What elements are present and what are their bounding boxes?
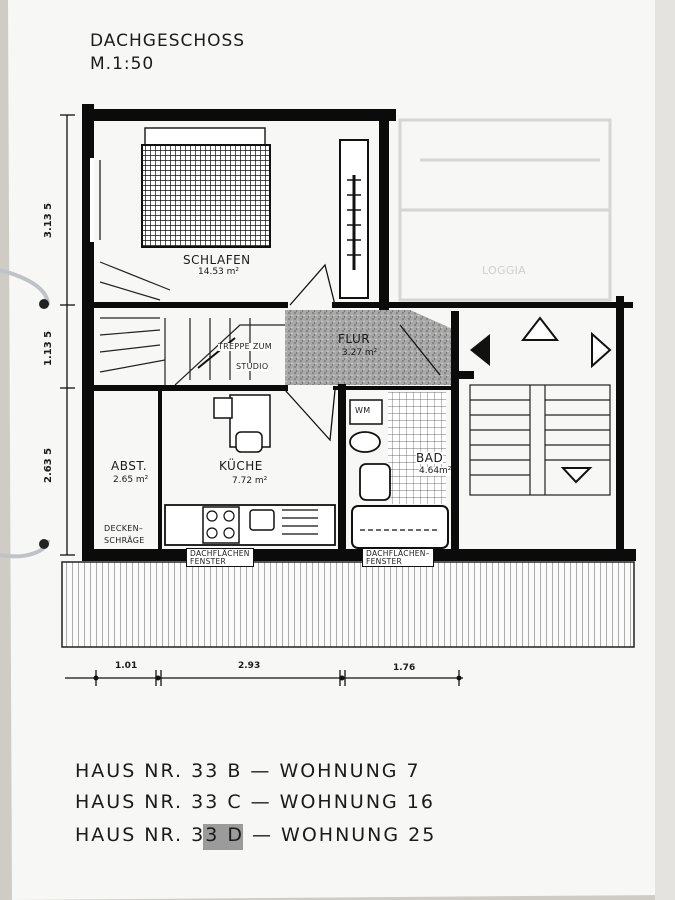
stair-label-line2: STUDIO	[236, 362, 269, 371]
paper-shadow-right	[655, 0, 675, 900]
vertical-dimension-2: 1.13 5	[43, 330, 54, 366]
triangle-right-marker	[591, 331, 612, 369]
triangle-down-marker	[560, 467, 593, 484]
washing-machine-label: WM	[355, 406, 371, 415]
chair-top	[213, 397, 233, 419]
faded-loggia-label: LOGGIA	[482, 264, 527, 277]
dachflaechenfenster-2-line2: FENSTER	[366, 556, 403, 566]
room-name-abst: ABST.	[111, 459, 148, 473]
marker-highlight	[203, 824, 243, 850]
bathtub	[351, 505, 449, 549]
triangle-up-marker	[520, 316, 560, 341]
house-line-3: HAUS NR. 33 D — WOHNUNG 25	[75, 824, 437, 846]
punch-hole-top	[39, 299, 49, 309]
room-area-abst: 2.65 m²	[113, 475, 149, 485]
deckenschraege-line1: DECKEN–	[104, 524, 144, 533]
page-title: DACHGESCHOSS	[90, 31, 246, 51]
room-area-kueche: 7.72 m²	[232, 476, 268, 486]
dachflaechenfenster-2-line1: DACHFLÄCHEN–	[366, 549, 430, 558]
vertical-dimension-3: 2.63 5	[43, 447, 54, 483]
scale-label: M.1:50	[90, 54, 155, 74]
room-name-bad: BAD	[416, 451, 444, 465]
kitchen-sink	[249, 509, 275, 531]
punch-hole-bottom	[39, 539, 49, 549]
door-swing-bedroom	[289, 263, 336, 306]
dachflaechenfenster-1-line1: DACHFLÄCHEN	[190, 549, 250, 558]
dachflaechenfenster-label-1: DACHFLÄCHEN FENSTER	[186, 548, 254, 567]
stair-label-line1: TREPPE ZUM	[218, 342, 272, 351]
stairwell-right	[469, 384, 611, 496]
bed	[141, 144, 271, 248]
vertical-dimension-1: 3.13 5	[43, 202, 54, 238]
washing-machine	[349, 399, 383, 425]
roof-band	[61, 561, 635, 648]
dachflaechenfenster-label-2: DACHFLÄCHEN– FENSTER	[362, 548, 434, 567]
house-line-2: HAUS NR. 33 C — WOHNUNG 16	[75, 791, 435, 813]
horizontal-dimension-3: 1.76	[393, 663, 416, 673]
faded-ghost-drawing	[398, 118, 612, 302]
toilet	[349, 431, 381, 453]
horizontal-dimension-2: 2.93	[238, 661, 261, 671]
horizontal-dimension-1: 1.01	[115, 661, 138, 671]
room-area-schlafen: 14.53 m²	[198, 267, 240, 277]
room-name-kueche: KÜCHE	[219, 459, 263, 473]
triangle-left-marker	[470, 334, 490, 366]
chair-bottom	[235, 431, 263, 453]
deckenschraege-line2: SCHRÄGE	[104, 536, 145, 545]
vertical-dimension-line	[60, 114, 75, 556]
room-name-schlafen: SCHLAFEN	[183, 253, 251, 267]
room-name-flur: FLUR	[338, 332, 371, 346]
flur-floor	[285, 310, 455, 385]
room-area-flur: 3.27 m²	[342, 348, 378, 358]
house-line-1: HAUS NR. 33 B — WOHNUNG 7	[75, 760, 421, 782]
bath-tiles	[388, 392, 446, 504]
walls	[82, 104, 636, 561]
room-area-bad: 4.64m²	[419, 466, 452, 476]
dachflaechenfenster-1-line2: FENSTER	[190, 556, 227, 566]
door-swing-kitchen	[284, 389, 336, 442]
sink	[359, 463, 391, 501]
window-top	[144, 127, 266, 147]
door-swing-bad	[399, 324, 441, 376]
